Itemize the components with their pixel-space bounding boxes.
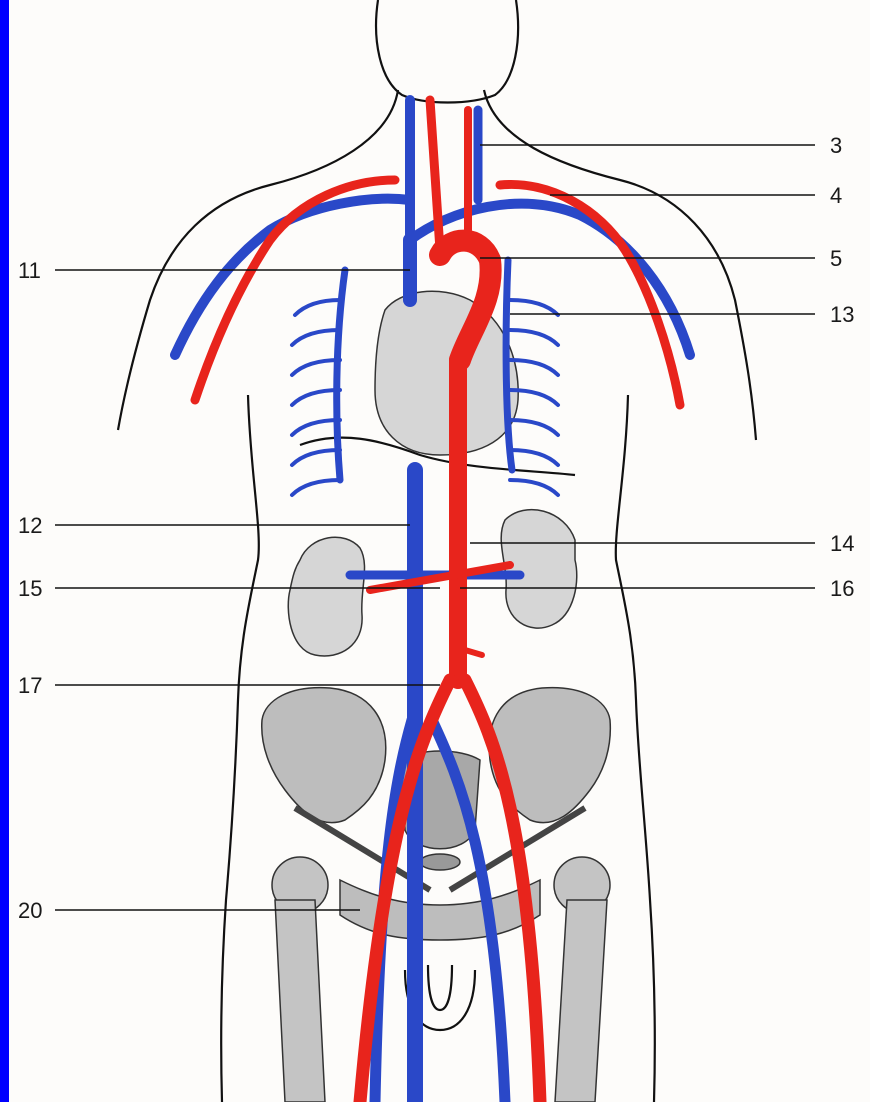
head-outline bbox=[376, 0, 518, 103]
label-17: 17 bbox=[18, 673, 440, 698]
right-femur bbox=[555, 900, 607, 1102]
label-3: 3 bbox=[480, 133, 842, 158]
label-number-20: 20 bbox=[18, 898, 42, 923]
label-number-13: 13 bbox=[830, 302, 854, 327]
pubic-bone bbox=[340, 880, 540, 940]
right-flank-outline bbox=[616, 395, 655, 1102]
skeleton bbox=[262, 688, 611, 1102]
right-kidney bbox=[501, 510, 577, 628]
groin-inner bbox=[428, 965, 452, 1010]
label-number-12: 12 bbox=[18, 513, 42, 538]
heart bbox=[375, 291, 518, 455]
label-number-3: 3 bbox=[830, 133, 842, 158]
coccyx bbox=[420, 854, 460, 870]
subclavian-left bbox=[195, 180, 395, 400]
label-number-11: 11 bbox=[18, 258, 41, 283]
organs bbox=[288, 291, 577, 656]
label-number-14: 14 bbox=[830, 531, 854, 556]
label-15: 15 bbox=[18, 576, 440, 601]
left-kidney bbox=[288, 537, 364, 656]
label-number-4: 4 bbox=[830, 183, 842, 208]
mesenteric-artery bbox=[465, 650, 482, 655]
arteries bbox=[195, 100, 680, 1102]
label-number-15: 15 bbox=[18, 576, 42, 601]
label-4: 4 bbox=[550, 183, 842, 208]
label-5: 5 bbox=[480, 246, 842, 271]
right-shoulder-outline bbox=[484, 90, 756, 440]
label-12: 12 bbox=[18, 513, 410, 538]
label-number-17: 17 bbox=[18, 673, 42, 698]
label-number-5: 5 bbox=[830, 246, 842, 271]
left-ilium bbox=[262, 688, 386, 823]
label-number-16: 16 bbox=[830, 576, 854, 601]
left-femur bbox=[275, 900, 325, 1102]
subclavian-right bbox=[500, 184, 680, 405]
left-flank-outline bbox=[221, 395, 259, 1102]
